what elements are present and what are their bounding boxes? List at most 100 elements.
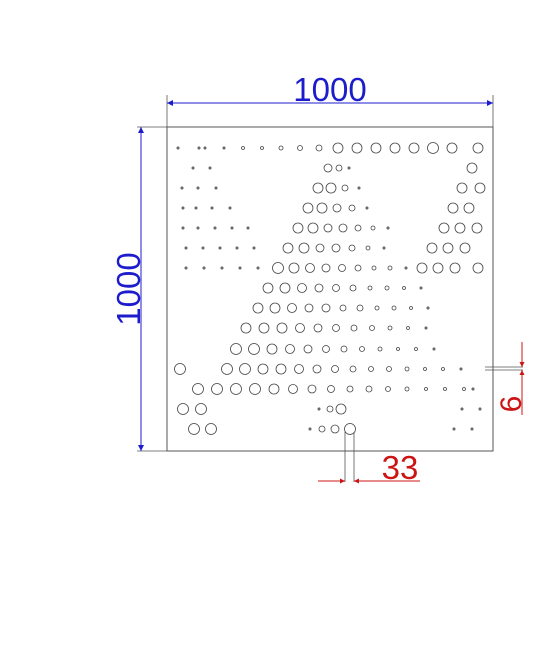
perforation-hole (192, 383, 204, 395)
perforation-hole (318, 425, 326, 433)
perforation-hole (316, 202, 328, 214)
perforation-hole (308, 427, 312, 431)
perforation-hole (285, 344, 295, 354)
perforation-hole (419, 286, 423, 290)
perforation-hole (203, 146, 207, 150)
perforation-hole (194, 206, 198, 210)
perforation-hole (443, 387, 447, 391)
perforation-hole (317, 407, 321, 411)
perforation-hole (409, 306, 413, 310)
plate-outline (166, 126, 494, 452)
perforation-hole (354, 224, 362, 232)
perforation-hole (332, 284, 340, 292)
perforation-hole (268, 383, 280, 395)
perforation-hole (307, 222, 319, 234)
perforation-hole (367, 285, 373, 291)
perforation-hole (330, 424, 340, 434)
height-dimension-label: 1000 (110, 252, 147, 325)
height-dimension: 1000 (110, 126, 167, 452)
perforation-hole (478, 407, 482, 411)
perforation-hole (276, 322, 288, 334)
perforation-hole (322, 345, 330, 353)
perforation-hole (288, 384, 298, 394)
perforation-hole (323, 223, 333, 233)
perforation-hole (470, 427, 474, 431)
perforation-hole (266, 343, 278, 355)
perforation-hole (257, 363, 269, 375)
perforation-hole (184, 266, 188, 270)
perforation-hole (365, 245, 371, 251)
edge-offset-dimension: 6 (485, 342, 528, 415)
perforation-hole (252, 302, 264, 314)
perforation-hole (295, 323, 305, 333)
perforation-hole (368, 366, 374, 372)
perforation-hole (331, 365, 339, 373)
perforation-hole (452, 427, 456, 431)
perforation-hole (248, 343, 260, 355)
perforation-hole (371, 265, 377, 271)
perforation-hole (315, 243, 325, 253)
perforation-hole (314, 283, 324, 293)
perforation-hole (348, 204, 356, 212)
perforation-holes (174, 142, 486, 435)
perforation-hole (218, 246, 222, 250)
perforation-hole (177, 403, 189, 415)
perforation-hole (298, 242, 310, 254)
perforation-hole (389, 142, 401, 154)
perforation-hole (449, 262, 461, 274)
perforation-hole (340, 345, 348, 353)
perforation-hole (408, 142, 420, 154)
perforation-hole (221, 363, 233, 375)
perforation-hole (230, 343, 242, 355)
perforation-hole (471, 222, 483, 234)
perforation-hole (315, 144, 323, 152)
perforation-hole (312, 182, 324, 194)
perforation-hole (335, 164, 343, 172)
perforation-hole (466, 162, 478, 174)
perforation-hole (351, 142, 363, 154)
perforation-hole (201, 246, 205, 250)
perforation-hole (332, 203, 342, 213)
perforation-hole (327, 385, 335, 393)
perforation-hole (404, 386, 410, 392)
perforation-hole (402, 286, 406, 290)
perforation-hole (269, 302, 281, 314)
perforation-hole (338, 223, 348, 233)
perforation-hole (321, 263, 331, 273)
perforation-hole (288, 262, 300, 274)
perforation-hole (262, 282, 274, 294)
perforation-hole (332, 142, 344, 154)
perforation-hole (357, 186, 361, 190)
perforation-hole (370, 142, 382, 154)
perforation-hole (347, 166, 351, 170)
perforation-hole (325, 182, 337, 194)
hole-diameter-dimension: 33 (318, 432, 420, 486)
perforation-hole (184, 246, 188, 250)
perforation-hole (414, 347, 418, 351)
perforation-hole (239, 363, 251, 375)
perforation-hole (205, 423, 217, 435)
perforation-hole (211, 383, 223, 395)
perforation-hole (350, 324, 358, 332)
perforation-hole (180, 186, 184, 190)
perforation-hole (252, 246, 256, 250)
perforation-hole (472, 142, 484, 154)
perforation-hole (391, 305, 397, 311)
perforation-hole (339, 304, 347, 312)
perforation-hole (202, 266, 206, 270)
perforation-hole (181, 206, 185, 210)
perforation-hole (214, 186, 218, 190)
perforation-hole (424, 387, 428, 391)
perforation-hole (258, 322, 270, 334)
perforation-hole (304, 303, 314, 313)
perforation-hole (447, 202, 459, 214)
width-dimension-label: 1000 (293, 71, 366, 108)
perforation-hole (321, 303, 331, 313)
perforation-hole (181, 226, 185, 230)
perforation-hole (249, 383, 261, 395)
perforation-hole (303, 344, 313, 354)
perforation-hole (404, 266, 408, 270)
perforation-hole (272, 262, 284, 274)
perforation-hole (294, 364, 304, 374)
